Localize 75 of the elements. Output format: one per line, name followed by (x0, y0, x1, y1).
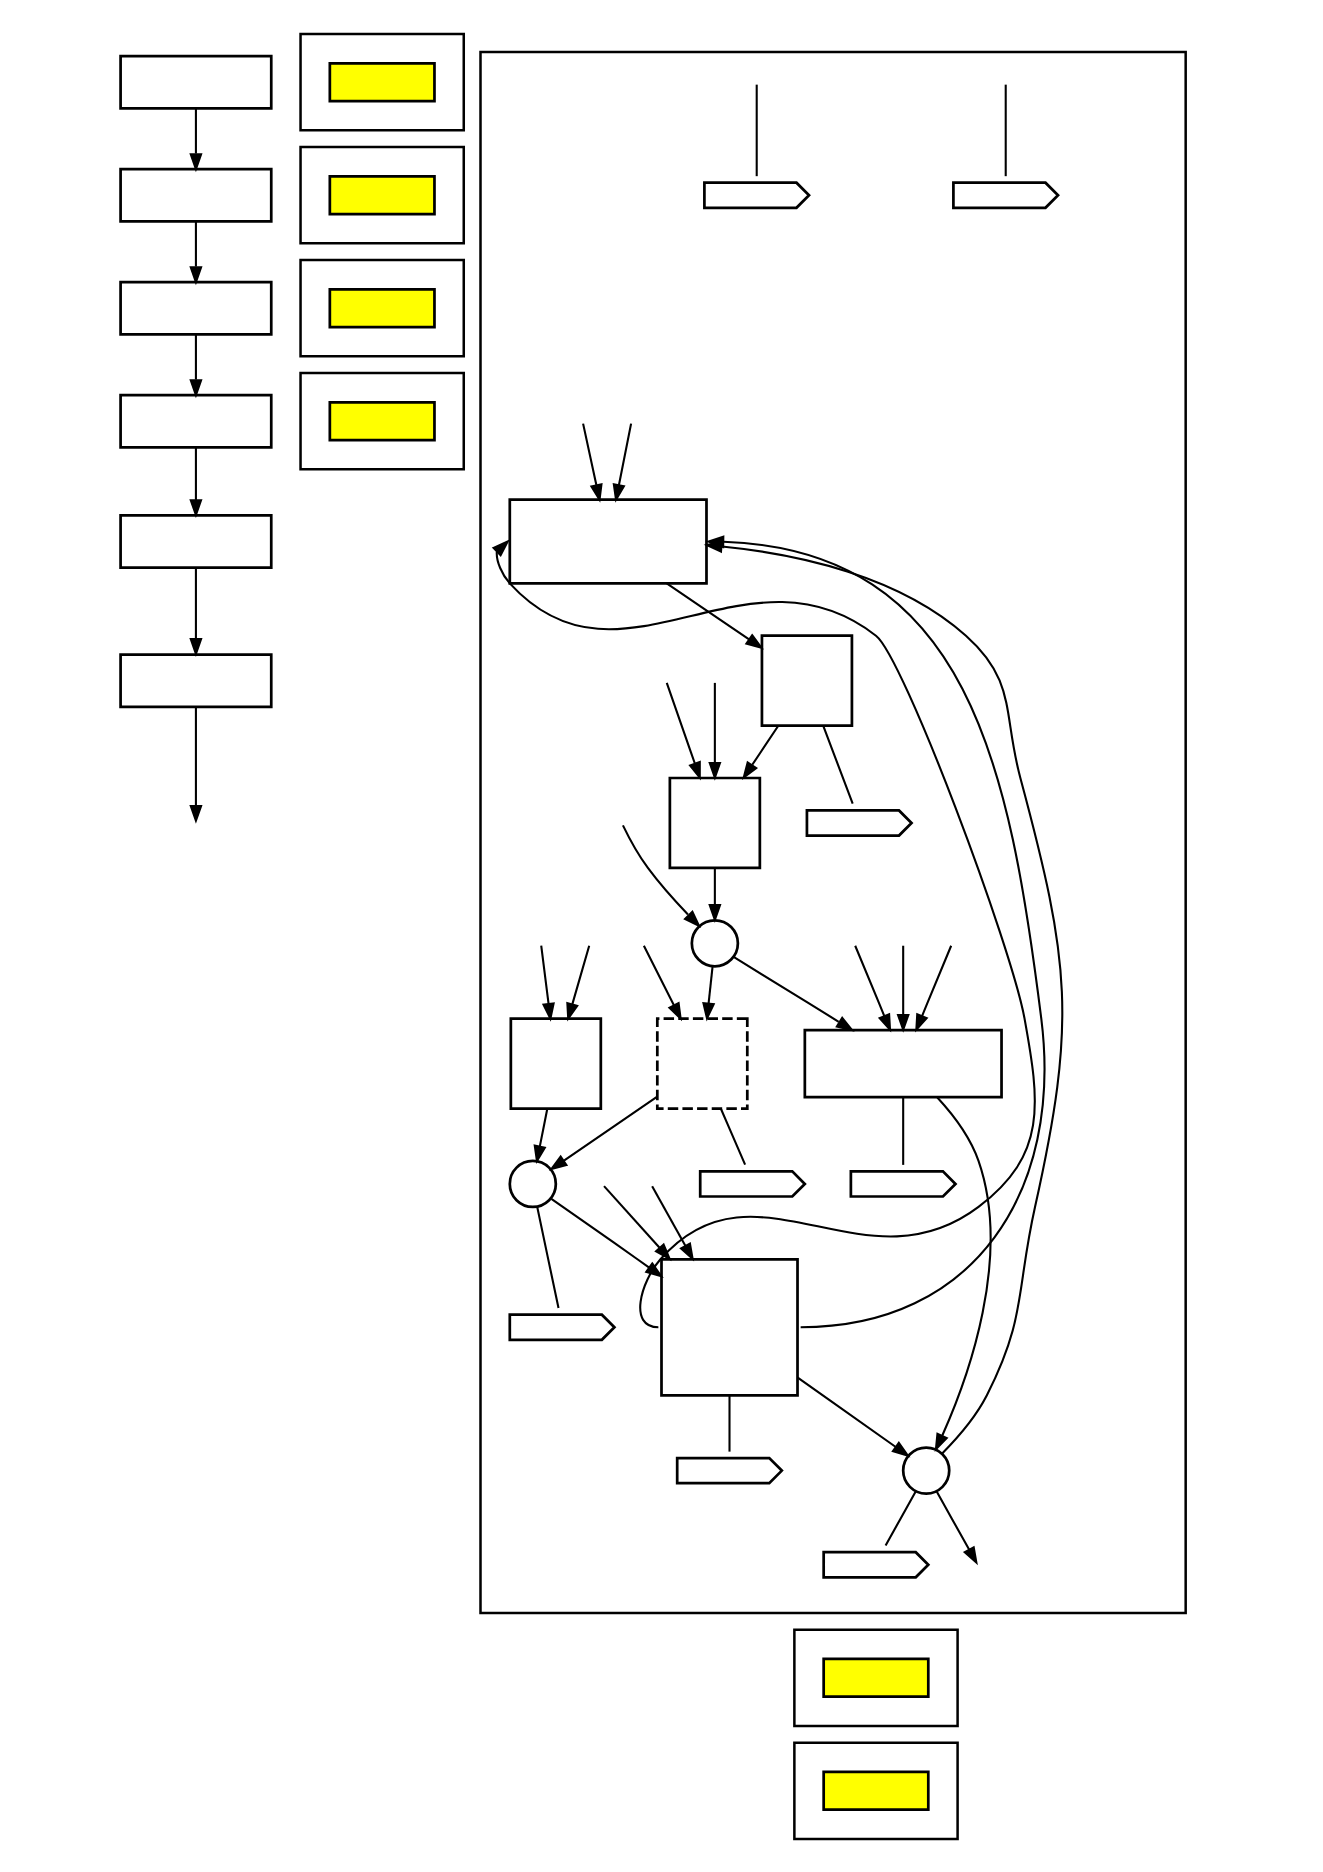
arrow (533, 1108, 549, 1164)
node-box (822, 1657, 930, 1698)
arrow (566, 944, 591, 1022)
node-box (822, 1770, 930, 1811)
arrow (189, 567, 203, 657)
connector (902, 1096, 905, 1165)
node-box (328, 61, 436, 102)
cluster (299, 258, 465, 358)
arrow (651, 1185, 695, 1262)
arrow (612, 422, 633, 503)
arrow (703, 539, 1064, 1454)
connector (728, 1395, 731, 1452)
node-box (119, 54, 273, 110)
arrow (189, 447, 203, 518)
arrow (666, 582, 764, 649)
node-pentagon (805, 808, 914, 837)
arrow (733, 955, 855, 1032)
node-box (119, 652, 273, 708)
node-box (760, 633, 854, 727)
arrow (797, 1376, 911, 1457)
arrow (702, 966, 716, 1021)
cluster (793, 1627, 959, 1727)
node-box (668, 776, 762, 869)
node-pentagon (952, 180, 1060, 209)
arrow (915, 944, 953, 1033)
arrow (189, 108, 203, 172)
cluster (299, 32, 465, 132)
connector (822, 724, 854, 804)
node-box (328, 287, 436, 328)
node-circle (508, 1159, 558, 1208)
arrow (854, 944, 892, 1033)
arrow (540, 945, 555, 1022)
connector (755, 84, 758, 176)
node-pentagon (508, 1312, 617, 1341)
connector (884, 1490, 917, 1546)
node-box (328, 400, 436, 441)
cluster (793, 1740, 959, 1840)
node-pentagon (849, 1169, 958, 1198)
node-box (508, 497, 708, 585)
node-pentagon (675, 1456, 784, 1485)
node-box (328, 174, 436, 215)
node-box (119, 167, 273, 223)
arrow (548, 1095, 658, 1171)
arrow (896, 945, 910, 1033)
arrow (189, 333, 203, 398)
arrow (189, 220, 203, 285)
node-box (509, 1016, 603, 1110)
node-pentagon (822, 1550, 931, 1579)
node-circle (901, 1445, 951, 1495)
node-box (119, 513, 273, 569)
arrow (935, 1490, 978, 1565)
connector (536, 1205, 560, 1308)
cluster (299, 145, 465, 245)
arrow (582, 422, 603, 503)
arrow (742, 724, 780, 780)
node-box (119, 280, 273, 336)
node-pentagon (703, 180, 811, 209)
node-box (803, 1028, 1003, 1098)
arrow (708, 682, 722, 781)
node-box (119, 393, 273, 449)
connector (720, 1108, 747, 1165)
arrow (622, 824, 702, 928)
arrow (491, 538, 1036, 1328)
cluster (299, 371, 465, 471)
node-box (655, 1016, 749, 1110)
cluster (479, 50, 1187, 1614)
node-circle (690, 918, 740, 968)
node-pentagon (698, 1169, 807, 1198)
arrow (708, 867, 722, 923)
connector (1004, 84, 1007, 176)
arrow (603, 1184, 672, 1261)
node-box (660, 1257, 799, 1397)
arrow (665, 682, 701, 781)
arrow (642, 944, 683, 1021)
arrow (934, 1096, 992, 1452)
